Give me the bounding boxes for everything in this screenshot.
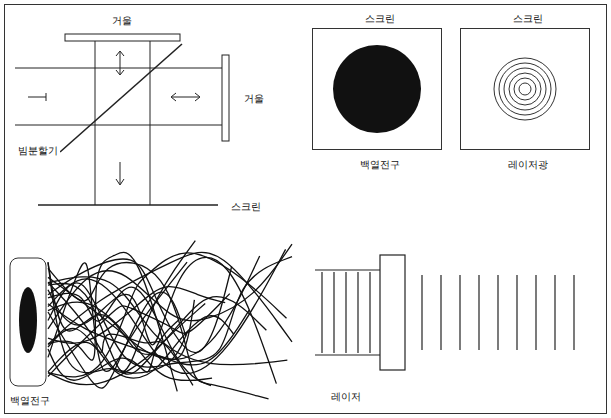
wave-path bbox=[48, 262, 194, 359]
screen-panel: 스크린레이저광 bbox=[460, 10, 596, 174]
wave-front bbox=[357, 272, 358, 353]
wave-front bbox=[478, 275, 479, 350]
wave-path bbox=[48, 287, 225, 344]
beam bbox=[150, 41, 151, 205]
beam bbox=[15, 125, 222, 126]
laser-label: 레이저 bbox=[329, 390, 363, 403]
wave-path bbox=[48, 304, 249, 365]
wave-path bbox=[48, 257, 292, 367]
mirror-label: 거울 bbox=[110, 14, 134, 27]
screen-title: 스크린 bbox=[312, 10, 448, 28]
wave-front bbox=[421, 275, 422, 350]
bulb-label: 백열전구 bbox=[8, 394, 52, 407]
laser bbox=[315, 255, 405, 370]
splitter-label: 빔분할기 bbox=[16, 144, 60, 157]
mirror-label: 거울 bbox=[242, 92, 266, 105]
wave-front bbox=[497, 275, 498, 350]
arrow bbox=[116, 162, 124, 185]
beam bbox=[95, 41, 96, 205]
frame bbox=[5, 5, 607, 414]
right-mirror bbox=[222, 55, 229, 141]
beam bbox=[15, 68, 222, 69]
wave-front bbox=[554, 275, 555, 350]
screen-label: 스크린 bbox=[229, 200, 263, 213]
screen-caption: 백열전구 bbox=[312, 156, 448, 174]
white-light-spot bbox=[333, 45, 421, 133]
arrow bbox=[116, 51, 124, 75]
wave-front bbox=[321, 272, 322, 353]
wave-front bbox=[333, 272, 334, 353]
incoherent-waves bbox=[48, 241, 292, 399]
beam-splitter bbox=[60, 44, 182, 152]
coherent-waves bbox=[322, 272, 574, 353]
arrow bbox=[171, 93, 200, 101]
bulb-housing bbox=[10, 258, 46, 386]
wave-front bbox=[440, 275, 441, 350]
fringe-rings bbox=[494, 58, 556, 120]
screen-line bbox=[38, 204, 218, 205]
wave-front bbox=[345, 272, 346, 353]
wave-front bbox=[369, 272, 370, 353]
screen-box bbox=[312, 28, 442, 150]
screen-title: 스크린 bbox=[460, 10, 596, 28]
wave-front bbox=[516, 275, 517, 350]
wave-front bbox=[573, 275, 574, 350]
arrow bbox=[28, 93, 46, 101]
top-mirror bbox=[65, 34, 180, 41]
bulb-filament bbox=[19, 287, 37, 353]
interferometer bbox=[15, 34, 229, 205]
wave-path bbox=[48, 292, 186, 388]
wave-front bbox=[459, 275, 460, 350]
screen-panel: 스크린백열전구 bbox=[312, 10, 448, 174]
screen-caption: 레이저광 bbox=[460, 156, 596, 174]
wave-path bbox=[48, 256, 260, 359]
screen-box bbox=[460, 28, 590, 150]
wave-path bbox=[48, 252, 177, 391]
wave-path bbox=[48, 277, 287, 365]
wave-front bbox=[535, 275, 536, 350]
